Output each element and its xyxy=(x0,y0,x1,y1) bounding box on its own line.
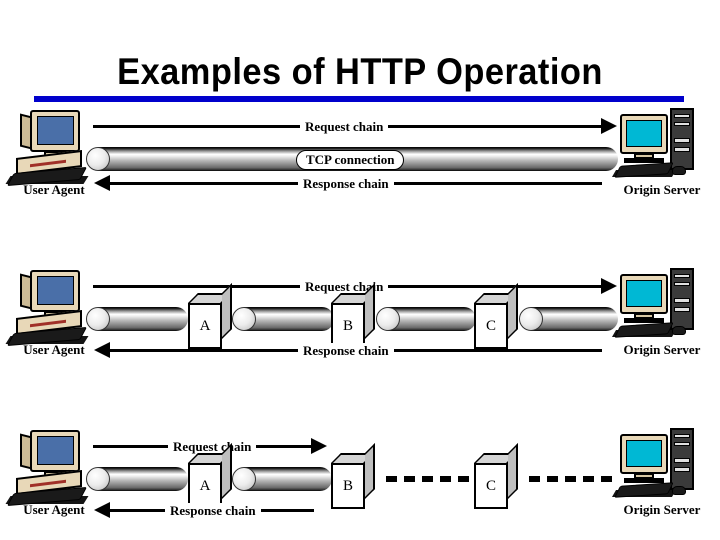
intermediary-label-b: B xyxy=(342,477,353,494)
intermediary-label-a: A xyxy=(199,477,211,494)
tower-bay-icon xyxy=(674,282,690,286)
page-title: Examples of HTTP Operation xyxy=(117,51,603,92)
user-agent-label: User Agent xyxy=(23,342,85,357)
cube-side-face xyxy=(222,443,232,499)
tcp-pipe-cap-c-to-origin xyxy=(519,307,543,331)
monitor-base-icon xyxy=(624,478,664,483)
intermediary-box-b: B xyxy=(331,443,375,509)
tcp-pipe-cap-b-to-c xyxy=(376,307,400,331)
tower-bay-icon xyxy=(674,467,690,472)
tcp-pipe-cap-a-to-b xyxy=(232,307,256,331)
tcp-pipe-a-to-b xyxy=(244,467,332,491)
origin-server-endpoint-row1: Origin Server xyxy=(611,108,708,204)
monitor-base-icon xyxy=(624,158,664,163)
response-arrow-head-row3 xyxy=(94,502,110,518)
title-underline-rule xyxy=(34,96,684,102)
tower-bay-icon xyxy=(674,442,690,446)
origin-server-label: Origin Server xyxy=(623,182,701,197)
tcp-pipe-b-to-c xyxy=(388,307,476,331)
cube-front-face xyxy=(188,463,222,509)
diagram-direct-connection: User Agent Request chain TCP connection … xyxy=(0,108,720,208)
request-arrow-head-row1 xyxy=(601,118,617,134)
cube-front-face xyxy=(331,463,365,509)
monitor-screen-icon xyxy=(626,280,662,307)
mouse-icon xyxy=(672,326,686,335)
diagram-three-intermediaries-all-tcp: User Agent Request chain A B xyxy=(0,268,720,372)
user-agent-label: User Agent xyxy=(23,182,85,197)
response-chain-label-row1: Response chain xyxy=(298,176,394,192)
intermediary-label-c: C xyxy=(485,477,496,494)
request-arrow-head-row2 xyxy=(601,278,617,294)
response-arrow-head-row2 xyxy=(94,342,110,358)
tower-bay-icon xyxy=(674,274,690,278)
cube-side-face xyxy=(365,283,375,339)
intermediary-box-b: B xyxy=(331,283,375,349)
response-chain-label-row3: Response chain xyxy=(165,503,261,519)
intermediary-label-b: B xyxy=(342,317,353,334)
tower-bay-icon xyxy=(674,458,690,463)
cube-side-face xyxy=(222,283,232,339)
tcp-pipe-cap-ua-to-a xyxy=(86,467,110,491)
cube-front-face xyxy=(474,303,508,349)
monitor-screen-icon xyxy=(626,440,662,467)
intermediary-box-c: C xyxy=(474,283,518,349)
cube-front-face xyxy=(474,463,508,509)
mouse-icon xyxy=(672,166,686,175)
tower-bay-icon xyxy=(674,147,690,152)
monitor-base-icon xyxy=(624,318,664,323)
dashed-link-b-to-c xyxy=(386,476,474,482)
origin-server-label: Origin Server xyxy=(623,502,701,517)
origin-server-endpoint-row2: Origin Server xyxy=(611,268,708,364)
intermediary-box-c: C xyxy=(474,443,518,509)
tower-bay-icon xyxy=(674,114,690,118)
response-chain-label-row2: Response chain xyxy=(298,343,394,359)
tower-bay-icon xyxy=(674,434,690,438)
origin-server-label: Origin Server xyxy=(623,342,701,357)
user-agent-endpoint-row3: User Agent xyxy=(5,428,102,524)
cube-side-face xyxy=(508,283,518,339)
tower-bay-icon xyxy=(674,122,690,126)
tcp-pipe-c-to-origin xyxy=(531,307,618,331)
intermediary-label-c: C xyxy=(485,317,496,334)
origin-server-endpoint-row3: Origin Server xyxy=(611,428,708,524)
tower-bay-icon xyxy=(674,307,690,312)
tcp-pipe-cap-row1 xyxy=(86,147,110,171)
dashed-link-c-to-origin xyxy=(529,476,619,482)
cube-front-face xyxy=(188,303,222,349)
request-chain-label-row3: Request chain xyxy=(168,439,257,455)
cube-side-face xyxy=(508,443,518,499)
monitor-screen-icon xyxy=(37,436,74,465)
monitor-screen-icon xyxy=(37,276,74,305)
tower-bay-icon xyxy=(674,298,690,303)
request-chain-label-row1: Request chain xyxy=(300,119,389,135)
intermediary-box-a: A xyxy=(188,283,232,349)
user-agent-endpoint-row1: User Agent xyxy=(5,108,102,204)
tcp-pipe-ua-to-a xyxy=(98,467,188,491)
response-arrow-head-row1 xyxy=(94,175,110,191)
request-arrow-head-row3 xyxy=(311,438,327,454)
tower-bay-icon xyxy=(674,138,690,143)
diagram-three-intermediaries-partial-tcp: User Agent Request chain A B xyxy=(0,428,720,532)
user-agent-endpoint-row2: User Agent xyxy=(5,268,102,364)
intermediary-label-a: A xyxy=(199,317,211,334)
tcp-connection-label: TCP connection xyxy=(296,150,405,170)
intermediary-box-a: A xyxy=(188,443,232,509)
tcp-pipe-cap-ua-to-a xyxy=(86,307,110,331)
tcp-pipe-cap-a-to-b xyxy=(232,467,256,491)
monitor-screen-icon xyxy=(37,116,74,145)
mouse-icon xyxy=(672,486,686,495)
tcp-pipe-ua-to-a xyxy=(98,307,188,331)
user-agent-label: User Agent xyxy=(23,502,85,517)
tcp-pipe-a-to-b xyxy=(244,307,334,331)
monitor-screen-icon xyxy=(626,120,662,147)
cube-side-face xyxy=(365,443,375,499)
